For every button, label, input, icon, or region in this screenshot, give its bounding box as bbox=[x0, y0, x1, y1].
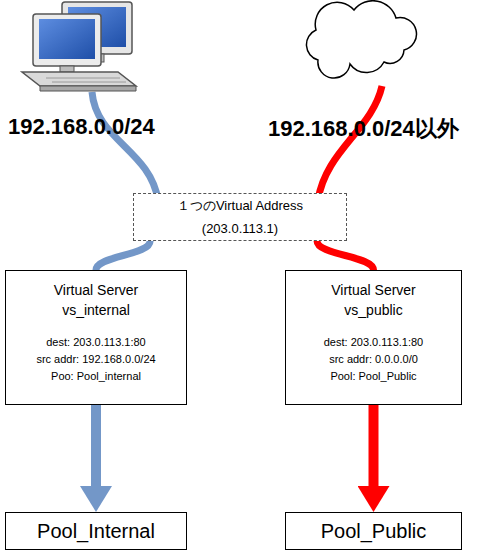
network-path bbox=[317, 241, 373, 270]
network-label: 192.168.0.0/24 bbox=[8, 114, 155, 140]
flow-arrow bbox=[91, 405, 101, 486]
pool-name: Pool_Internal bbox=[37, 520, 155, 543]
server-name: Virtual Server vs_internal bbox=[36, 280, 156, 320]
server-setting: src addr: 192.168.0.0/24 bbox=[6, 351, 186, 368]
server-setting: dest: 203.0.113.1:80 bbox=[6, 334, 186, 351]
server-name: Virtual Server vs_public bbox=[314, 280, 434, 320]
virtual-server-box: Virtual Server vs_public dest: 203.0.113.… bbox=[285, 270, 462, 405]
address-text: １つのVirtual Address (203.0.113.1) bbox=[158, 194, 323, 240]
network-label: 192.168.0.0/24以外 bbox=[268, 114, 459, 144]
server-setting: dest: 203.0.113.1:80 bbox=[286, 334, 461, 351]
server-setting: Pool: Pool_Public bbox=[286, 368, 461, 385]
pool-name: Pool_Public bbox=[321, 520, 427, 543]
computer-icon bbox=[22, 2, 136, 91]
virtual-server-box: Virtual Server vs_internal dest: 203.0.11… bbox=[5, 270, 187, 405]
pool-box: Pool_Public bbox=[285, 512, 462, 550]
network-path bbox=[96, 241, 150, 270]
cloud-icon bbox=[306, 1, 416, 78]
server-setting: Poo: Pool_internal bbox=[6, 368, 186, 385]
internet-line bbox=[318, 86, 382, 200]
pool-box: Pool_Internal bbox=[5, 512, 187, 550]
server-setting: src addr: 0.0.0.0/0 bbox=[286, 351, 461, 368]
virtual-address-box: １つのVirtual Address (203.0.113.1) bbox=[133, 193, 347, 241]
client-line bbox=[92, 92, 158, 200]
flow-arrow bbox=[369, 405, 379, 486]
